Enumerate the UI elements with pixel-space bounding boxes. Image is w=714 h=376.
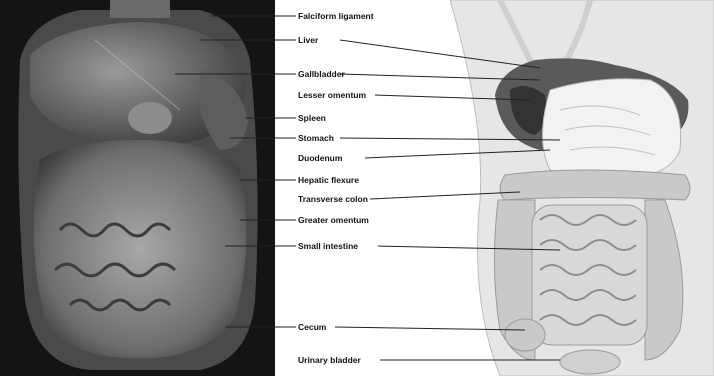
- label-greater-omentum: Greater omentum: [298, 215, 369, 225]
- label-spleen: Spleen: [298, 113, 326, 123]
- label-gallbladder: Gallbladder: [298, 69, 345, 79]
- label-cecum: Cecum: [298, 322, 326, 332]
- label-stomach: Stomach: [298, 133, 334, 143]
- label-transverse-colon: Transverse colon: [298, 194, 368, 204]
- label-duodenum: Duodenum: [298, 153, 342, 163]
- label-small-intestine: Small intestine: [298, 241, 358, 251]
- label-falciform-ligament: Falciform ligament: [298, 11, 374, 21]
- label-hepatic-flexure: Hepatic flexure: [298, 175, 359, 185]
- label-lesser-omentum: Lesser omentum: [298, 90, 366, 100]
- label-urinary-bladder: Urinary bladder: [298, 355, 361, 365]
- label-liver: Liver: [298, 35, 318, 45]
